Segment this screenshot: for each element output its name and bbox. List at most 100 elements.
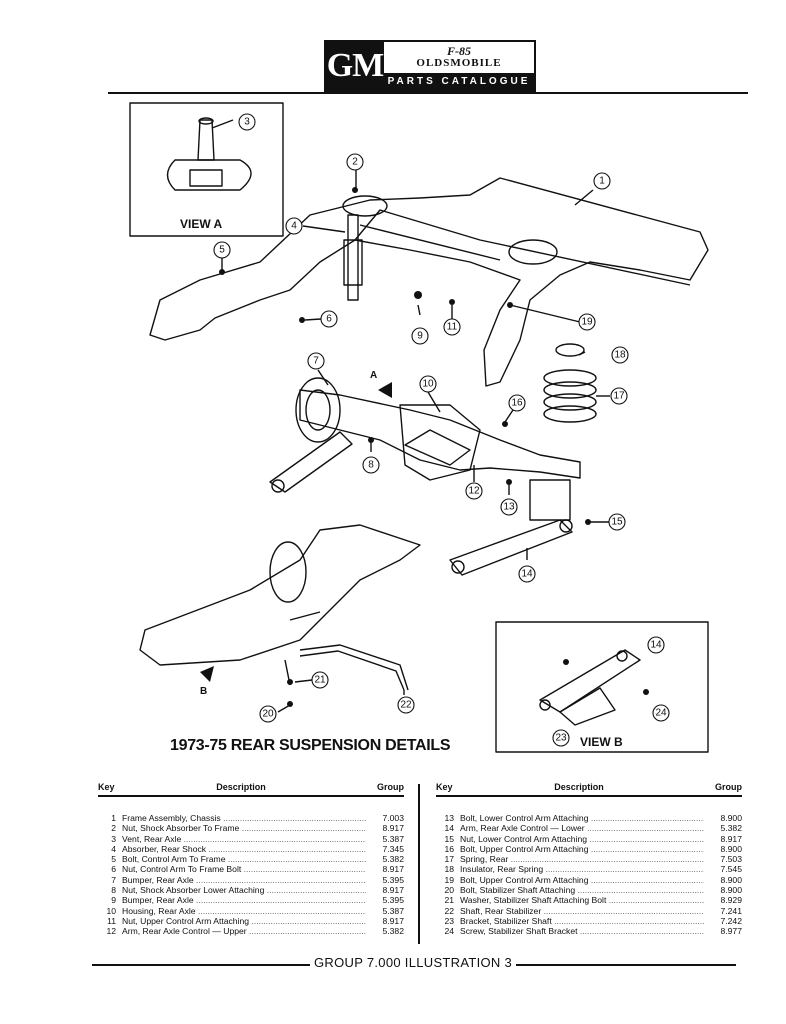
part-key: 2 <box>111 823 116 834</box>
part-key: 3 <box>111 833 116 844</box>
callout-text: 21 <box>314 675 326 686</box>
part-group: 5.382 <box>382 926 404 937</box>
part-key: 6 <box>111 864 116 875</box>
gm-logo-mark: GM <box>326 42 384 90</box>
part-key: 1 <box>111 813 116 823</box>
view-a-box <box>129 102 284 237</box>
header-description: Description <box>216 782 266 792</box>
part-group: 8.917 <box>382 864 404 875</box>
header-description: Description <box>554 782 604 792</box>
callout-21 <box>311 671 329 689</box>
callout-18 <box>611 346 629 364</box>
part-group: 5.395 <box>382 874 404 885</box>
part-key: 17 <box>444 854 454 865</box>
part-key: 10 <box>106 905 116 916</box>
callout-1 <box>593 172 611 190</box>
callout-text: 5 <box>219 245 225 256</box>
part-description: Absorber, Rear Shock <box>122 844 366 854</box>
header-rule <box>108 92 748 94</box>
part-description: Bolt, Lower Control Arm Attaching <box>460 813 704 823</box>
callout-text: 16 <box>511 398 523 409</box>
part-group: 8.917 <box>382 823 404 834</box>
callout-14-view-b <box>647 636 665 654</box>
callout-text: 7 <box>313 356 319 367</box>
part-description: Nut, Control Arm To Frame Bolt <box>122 864 366 874</box>
header-key: Key <box>436 782 453 792</box>
table-row: 2 Nut, Shock Absorber To Frame 8.917 <box>98 823 404 833</box>
callout-text: 13 <box>503 502 515 513</box>
part-group: 8.917 <box>382 915 404 926</box>
part-key: 5 <box>111 854 116 865</box>
callout-4 <box>285 217 303 235</box>
callout-text: 12 <box>468 486 480 497</box>
part-group: 8.977 <box>720 926 742 937</box>
part-description: Washer, Stabilizer Shaft Attaching Bolt <box>460 895 704 905</box>
callout-text: 22 <box>400 700 412 711</box>
part-description: Arm, Rear Axle Control — Upper <box>122 926 366 936</box>
part-key: 15 <box>444 833 454 844</box>
part-description: Nut, Lower Control Arm Attaching <box>460 834 704 844</box>
callout-text: 18 <box>614 350 626 361</box>
callout-text: 17 <box>613 391 625 402</box>
part-key: 22 <box>444 905 454 916</box>
callout-text: 9 <box>417 331 423 342</box>
page-title: 1973-75 REAR SUSPENSION DETAILS <box>170 737 451 754</box>
part-group: 8.900 <box>720 874 742 885</box>
part-key: 24 <box>444 926 454 937</box>
logo-catalogue-text: PARTS CATALOGUE <box>384 73 534 90</box>
part-key: 4 <box>111 843 116 854</box>
callout-5 <box>213 241 231 259</box>
arrow-a-label: A <box>370 370 378 381</box>
part-group: 5.382 <box>720 823 742 834</box>
callout-text: 1 <box>599 176 605 187</box>
part-group: 8.900 <box>720 885 742 896</box>
callout-text: 14 <box>521 569 533 580</box>
callout-11 <box>443 318 461 336</box>
callout-text: 6 <box>326 314 332 325</box>
part-key: 8 <box>111 885 116 896</box>
view-b-box <box>495 621 709 753</box>
part-description: Bolt, Stabilizer Shaft Attaching <box>460 885 704 895</box>
table-row: 6 Nut, Control Arm To Frame Bolt 8.917 <box>98 864 404 874</box>
callout-text: 15 <box>611 517 623 528</box>
footer-text: GROUP 7.000 ILLUSTRATION 3 <box>310 955 517 970</box>
callout-text: 14 <box>650 640 662 651</box>
part-key: 16 <box>444 843 454 854</box>
part-description: Spring, Rear <box>460 854 704 864</box>
header-key: Key <box>98 782 115 792</box>
arrow-b-label: B <box>200 686 208 697</box>
part-group: 7.545 <box>720 864 742 875</box>
part-key: 23 <box>444 915 454 926</box>
part-group: 7.003 <box>382 813 404 823</box>
part-key: 20 <box>444 885 454 896</box>
part-description: Nut, Shock Absorber To Frame <box>122 823 366 833</box>
part-group: 7.241 <box>720 905 742 916</box>
callout-20 <box>259 705 277 723</box>
callout-3 <box>238 113 256 131</box>
part-group: 8.917 <box>720 833 742 844</box>
callout-16 <box>508 394 526 412</box>
part-key: 19 <box>444 874 454 885</box>
callout-7 <box>307 352 325 370</box>
part-key: 12 <box>106 926 116 937</box>
part-group: 5.382 <box>382 854 404 865</box>
callout-text: 20 <box>262 709 274 720</box>
view-b-label: VIEW B <box>580 735 623 749</box>
callout-15 <box>608 513 626 531</box>
table-header: Key Description Group <box>98 782 404 797</box>
arrow-b-icon <box>200 666 214 682</box>
part-key: 11 <box>107 915 116 926</box>
header-group: Group <box>377 782 404 792</box>
